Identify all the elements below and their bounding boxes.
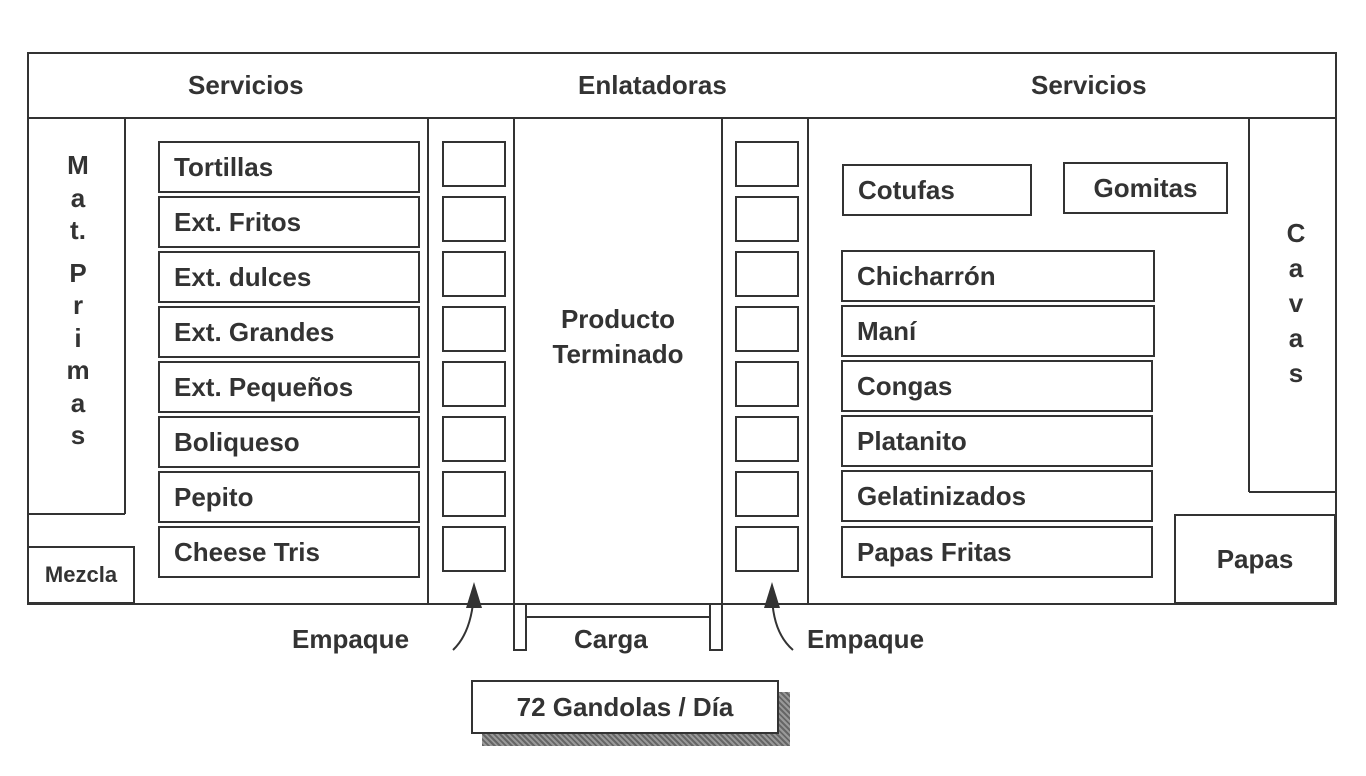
packing-cell (442, 196, 506, 242)
mix-label: Mezcla (44, 562, 118, 587)
packing-cell (442, 416, 506, 462)
line-label: Ext. Pequeños (174, 371, 354, 402)
line-cheese-tris: Cheese Tris (158, 526, 420, 578)
vertical-letter: C (1286, 218, 1306, 248)
packing-cell (735, 306, 799, 352)
line-label: Chicharrón (857, 260, 996, 291)
line-label: Tortillas (174, 151, 274, 182)
line-label: Boliqueso (174, 426, 300, 457)
packing-cell (442, 141, 506, 187)
area-label: Gomitas (1093, 172, 1198, 203)
services-left-label: Servicios (188, 70, 304, 100)
vertical-letter: s (70, 420, 86, 450)
packing-cell (442, 361, 506, 407)
line-tortillas: Tortillas (158, 141, 420, 193)
mix-area: Mezcla (27, 546, 135, 604)
line-gelatinizados: Gelatinizados (841, 470, 1153, 522)
packing-left-label: Empaque (292, 624, 410, 654)
trucks-label: 72 Gandolas / Día (516, 691, 734, 722)
vertical-letter: v (1288, 288, 1304, 318)
finished-product-label: Producto Terminado (552, 304, 684, 369)
line-label: Maní (857, 315, 917, 346)
packing-cell (735, 416, 799, 462)
vertical-letter: r (72, 290, 84, 320)
services-right-label: Servicios (1031, 70, 1147, 100)
packing-right-label: Empaque (807, 624, 925, 654)
vertical-letter: t. (70, 215, 86, 245)
vertical-letter: s (1288, 358, 1304, 388)
vertical-letter: P (69, 257, 87, 288)
line-label: Ext. dulces (174, 261, 312, 292)
line-congas: Congas (841, 360, 1153, 412)
potatoes-area: Papas (1174, 514, 1336, 604)
line-label: Papas Fritas (857, 536, 1012, 567)
line-boliqueso: Boliqueso (158, 416, 420, 468)
vertical-letter: a (1288, 323, 1304, 353)
vertical-letter: m (66, 355, 90, 385)
line-label: Gelatinizados (857, 480, 1027, 511)
packing-cell (735, 361, 799, 407)
line-papas-fritas: Papas Fritas (841, 526, 1153, 578)
potatoes-label: Papas (1216, 543, 1294, 574)
packing-cell (735, 526, 799, 572)
vertical-letter: a (70, 182, 86, 213)
area-gomitas: Gomitas (1063, 162, 1228, 214)
line-label: Ext. Fritos (174, 206, 302, 237)
canning-label: Enlatadoras (578, 70, 727, 100)
vertical-letter: a (70, 387, 86, 418)
line-platanito: Platanito (841, 415, 1153, 467)
packing-cell (735, 471, 799, 517)
line-ext-grandes: Ext. Grandes (158, 306, 420, 358)
line-ext-pequenos: Ext. Pequeños (158, 361, 420, 413)
vertical-letter: i (74, 322, 82, 353)
packing-cell (442, 526, 506, 572)
vertical-letter: a (1288, 253, 1304, 283)
line-label: Congas (857, 370, 953, 401)
line-chicharron: Chicharrón (841, 250, 1155, 302)
line-label: Pepito (174, 481, 254, 512)
trucks-box: 72 Gandolas / Día (471, 680, 779, 734)
line-label: Platanito (857, 425, 967, 456)
area-label: Cotufas (858, 174, 955, 205)
packing-cell (442, 471, 506, 517)
line-label: Cheese Tris (174, 536, 320, 567)
line-ext-fritos: Ext. Fritos (158, 196, 420, 248)
area-cotufas: Cotufas (842, 164, 1032, 216)
packing-cell (735, 251, 799, 297)
packing-cell (442, 306, 506, 352)
line-label: Ext. Grandes (174, 316, 335, 347)
line-ext-dulces: Ext. dulces (158, 251, 420, 303)
packing-cell (735, 141, 799, 187)
vertical-letter: M (67, 150, 89, 180)
line-pepito: Pepito (158, 471, 420, 523)
loading-label: Carga (574, 624, 648, 654)
packing-cell (735, 196, 799, 242)
packing-cell (442, 251, 506, 297)
line-mani: Maní (841, 305, 1155, 357)
